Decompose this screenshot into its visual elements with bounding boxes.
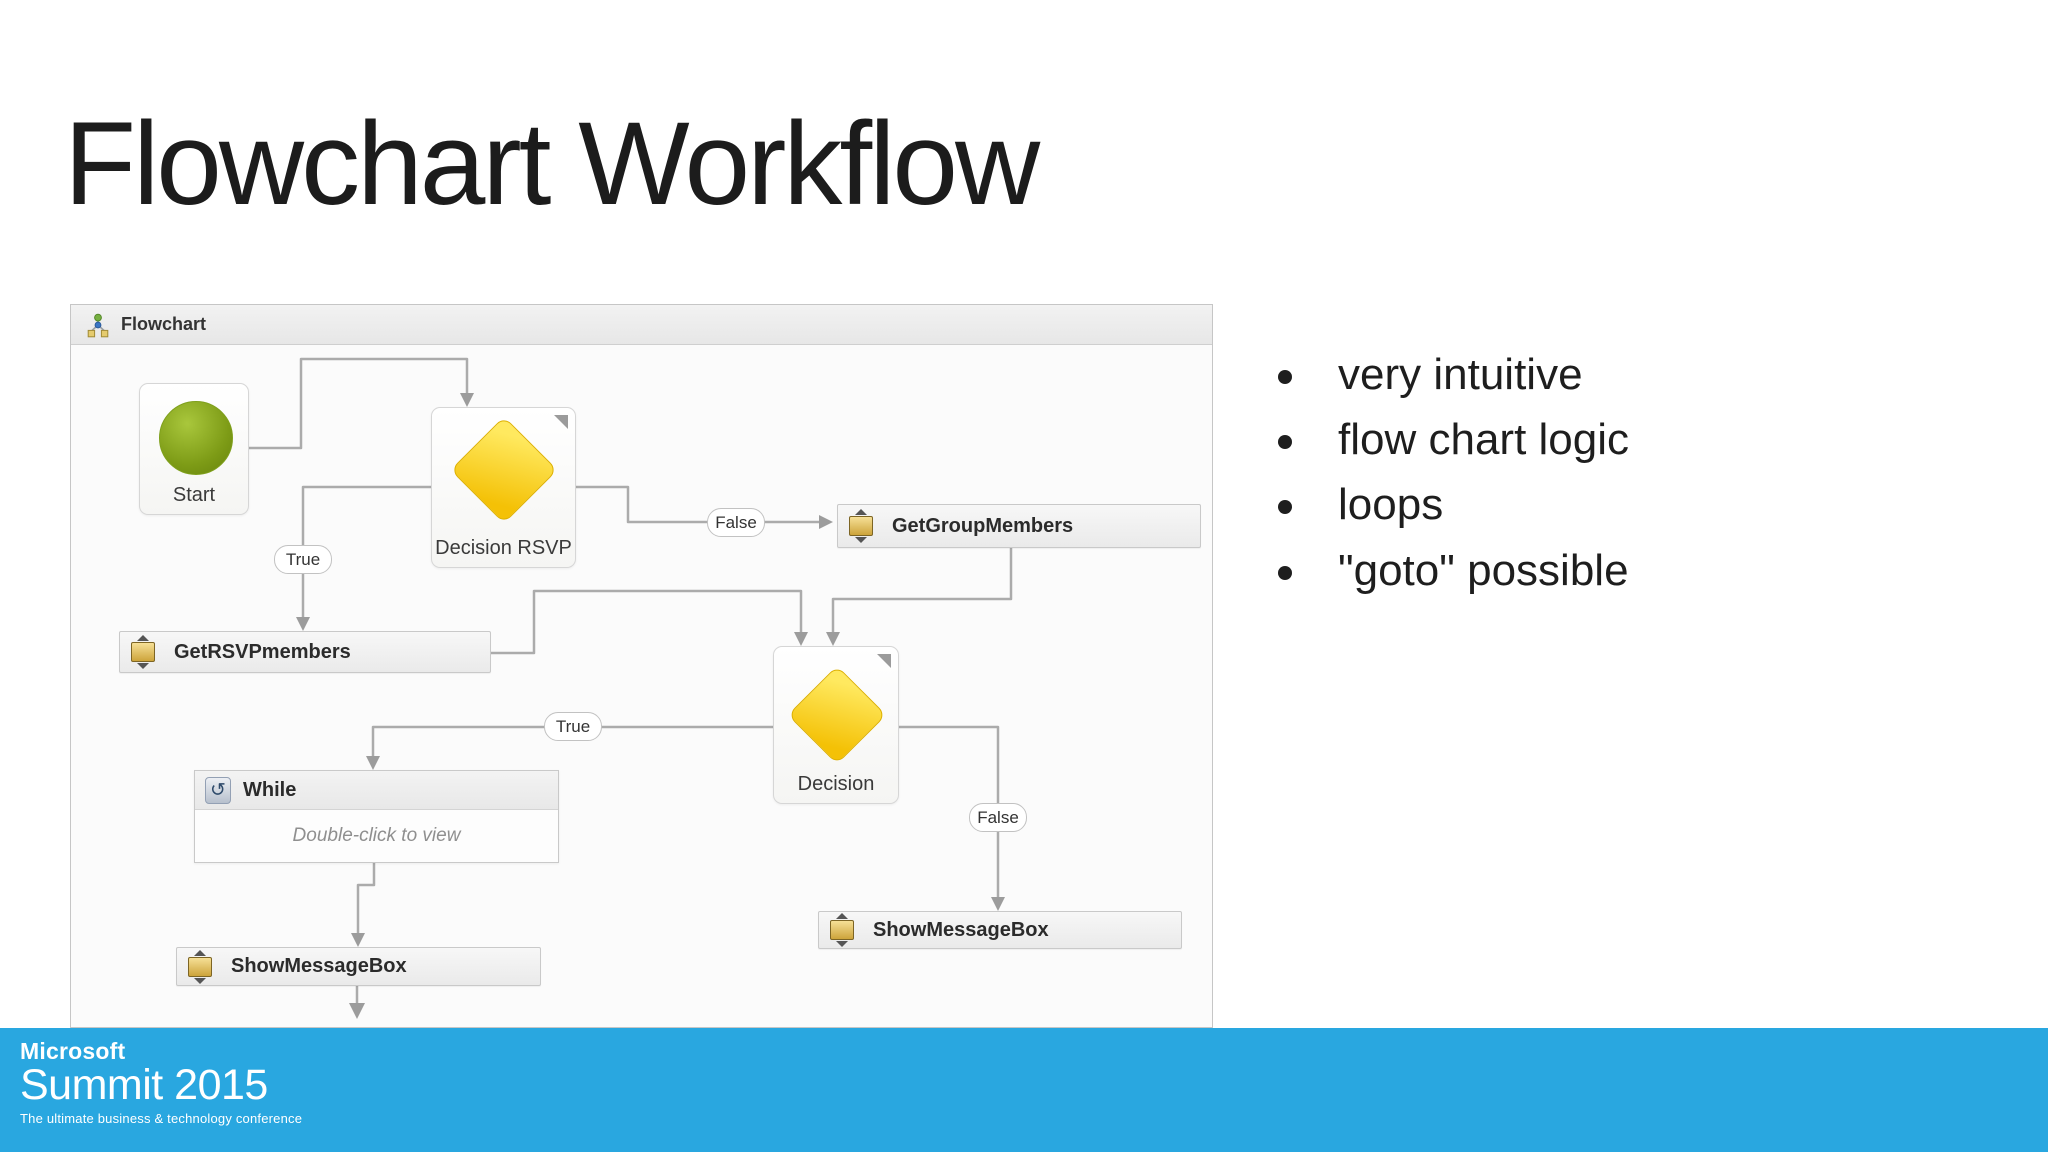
- event-wordmark: Summit 2015: [20, 1061, 268, 1109]
- node-label: ShowMessageBox: [873, 918, 1049, 941]
- bullet-text: loops: [1338, 480, 1444, 530]
- edge-getgroup-to-decision: [826, 548, 1013, 646]
- node-show-message-box-right[interactable]: ShowMessageBox: [818, 911, 1182, 949]
- summit-logo: Microsoft Summit 2015 The ultimate busin…: [20, 1038, 303, 1126]
- bullet-dot: [1278, 500, 1292, 515]
- flowchart-designer-title: Flowchart: [121, 314, 207, 334]
- activity-icon: [187, 948, 215, 985]
- activity-icon: [130, 632, 158, 672]
- activity-icon: [829, 912, 857, 948]
- node-decision-rsvp[interactable]: Decision RSVP: [431, 407, 576, 568]
- edge-label-true: True: [274, 545, 332, 574]
- activity-icon: [848, 505, 876, 547]
- node-label: Decision RSVP: [435, 537, 572, 559]
- slide-title: Flowchart Workflow: [64, 98, 1040, 230]
- decision-diamond-icon: [787, 665, 887, 765]
- edge-while-to-showmessagebox: [351, 863, 376, 947]
- double-click-hint[interactable]: Double-click to view: [292, 825, 461, 846]
- bullet-text: flow chart logic: [1338, 415, 1630, 465]
- node-show-message-box-left[interactable]: ShowMessageBox: [176, 947, 541, 986]
- edge-label-false: False: [707, 508, 765, 537]
- bullet-text: very intuitive: [1338, 350, 1583, 399]
- bullet-item: flow chart logic: [1278, 415, 1630, 465]
- while-header[interactable]: ↺ While: [195, 771, 558, 810]
- flowchart-designer-header[interactable]: Flowchart: [71, 305, 1212, 345]
- event-tagline: The ultimate business & technology confe…: [20, 1111, 303, 1126]
- flowchart-icon: [87, 313, 109, 337]
- node-decision[interactable]: Decision: [773, 646, 899, 804]
- node-get-group-members[interactable]: GetGroupMembers: [837, 504, 1201, 548]
- node-label: Start: [172, 484, 216, 506]
- start-circle-icon: [159, 401, 233, 475]
- bullet-dot: [1278, 370, 1292, 384]
- bullet-item: "goto" possible: [1278, 545, 1629, 595]
- node-label: ShowMessageBox: [231, 955, 407, 977]
- node-start[interactable]: Start: [139, 383, 249, 515]
- microsoft-wordmark: Microsoft: [20, 1038, 126, 1064]
- node-label: While: [243, 778, 297, 801]
- node-label: GetGroupMembers: [892, 514, 1074, 537]
- bullet-item: loops: [1278, 482, 1629, 528]
- edge-label-true: True: [544, 712, 602, 741]
- node-while[interactable]: ↺ While Double-click to view: [194, 770, 559, 863]
- bullet-list: very intuitive flow chart logic loops "g…: [1278, 350, 1630, 613]
- collapse-corner-icon[interactable]: [877, 654, 891, 668]
- bullet-text: "goto" possible: [1338, 545, 1629, 595]
- footer-bar: Microsoft Summit 2015 The ultimate busin…: [0, 1028, 2048, 1152]
- edge-decision-rsvp-false: [576, 485, 833, 529]
- edge-label-false: False: [969, 803, 1027, 832]
- edge-getrsvp-to-decision: [491, 589, 808, 655]
- node-get-rsvp-members[interactable]: GetRSVPmembers: [119, 631, 491, 673]
- bullet-dot: [1278, 565, 1292, 580]
- collapse-corner-icon[interactable]: [554, 415, 568, 429]
- flowchart-designer-panel: Flowchart: [70, 304, 1213, 1028]
- node-label: GetRSVPmembers: [174, 640, 351, 663]
- edge-showmessagebox-down: [349, 986, 365, 1019]
- node-label: Decision: [797, 773, 875, 795]
- bullet-dot: [1278, 435, 1292, 450]
- loop-icon: ↺: [205, 776, 231, 804]
- decision-diamond-icon: [450, 416, 558, 524]
- bullet-item: very intuitive: [1278, 350, 1629, 399]
